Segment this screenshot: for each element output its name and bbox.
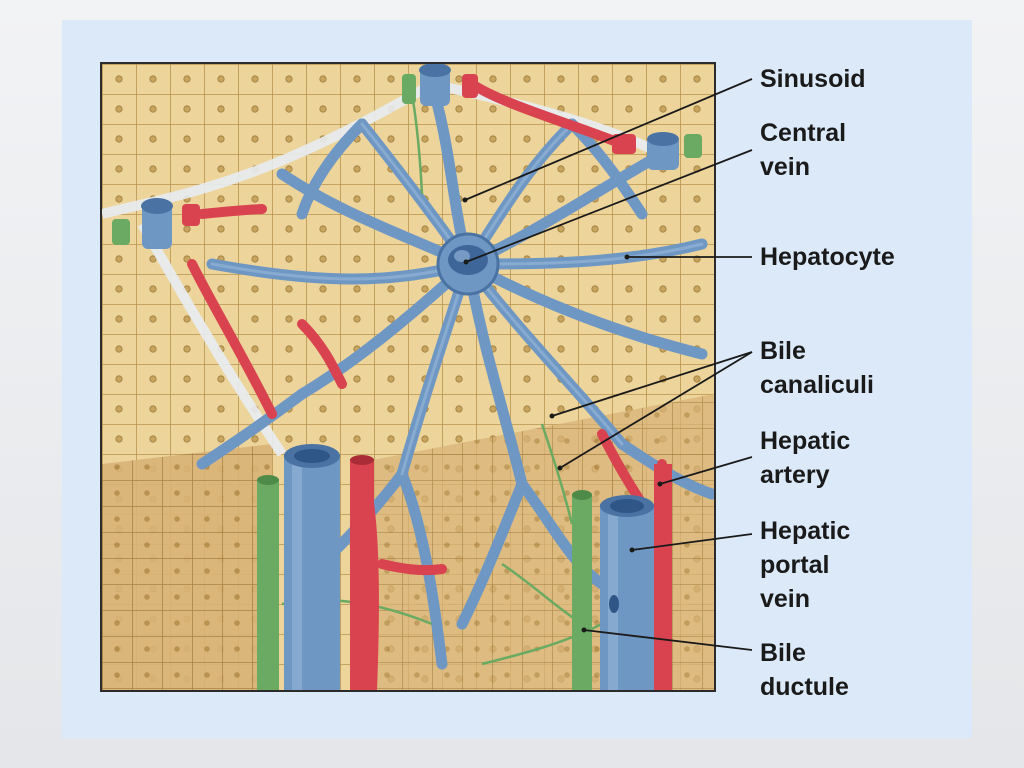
tissue-block-left — [102, 444, 272, 690]
portal-vein-left — [257, 444, 374, 690]
leader-sinusoid — [464, 78, 753, 201]
leader-bile-ductule — [583, 629, 753, 651]
leader-central-vein — [465, 149, 753, 263]
portal-triad-top-left — [112, 198, 200, 249]
leader-hepatic-artery — [659, 456, 753, 485]
leader-portal-vein — [631, 533, 753, 551]
central-vein — [436, 232, 500, 296]
liver-lobule-illustration — [100, 62, 716, 692]
leader-bile-canaliculi-b — [559, 351, 753, 469]
leader-bile-canaliculi-a — [551, 351, 753, 417]
liver-lobule-drawing — [102, 64, 714, 690]
portal-triad-top — [402, 64, 478, 106]
portal-triad-top-right — [612, 132, 702, 170]
portal-vein-right — [572, 464, 672, 690]
